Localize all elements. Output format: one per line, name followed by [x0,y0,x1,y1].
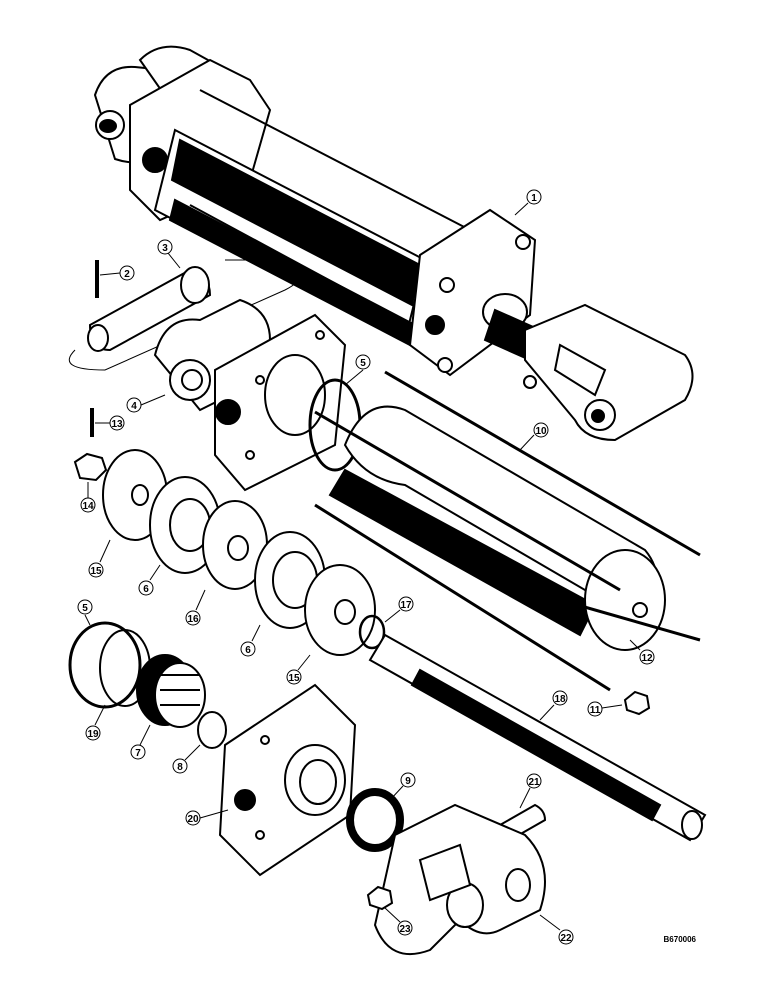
svg-text:21: 21 [528,777,540,788]
svg-text:8: 8 [177,762,183,773]
tie-rod [314,503,611,692]
hex-nut [623,690,651,716]
svg-text:2: 2 [124,269,130,280]
callout-12: 12 [629,639,655,665]
assembled-cylinder [93,45,694,442]
callout-18: 18 [539,690,568,721]
o-ring-lower [68,621,142,709]
front-end-cap [218,683,357,877]
svg-text:15: 15 [90,566,102,577]
svg-text:5: 5 [360,358,366,369]
callout-6-left: 6 [138,564,161,596]
callout-16: 16 [185,589,206,626]
callout-15-right: 15 [286,654,311,685]
svg-text:9: 9 [405,776,411,787]
lock-nut [366,885,394,911]
reference-code: B670006 [663,935,696,944]
castle-nut [73,452,108,482]
svg-text:6: 6 [245,645,251,656]
callout-13: 13 [95,415,125,431]
wiper-seal [346,788,404,852]
callout-11: 11 [587,701,623,717]
svg-text:1: 1 [531,193,537,204]
svg-text:20: 20 [187,814,199,825]
svg-text:10: 10 [535,426,547,437]
svg-text:16: 16 [187,614,199,625]
svg-text:11: 11 [590,705,601,716]
svg-text:14: 14 [82,501,94,512]
piston-seals [136,654,206,728]
callout-5-upper: 5 [344,354,371,386]
callout-17: 17 [384,596,414,623]
o-ring-small [197,711,227,749]
svg-text:6: 6 [143,584,149,595]
callout-15-left: 15 [88,539,111,578]
callout-20: 20 [185,809,229,826]
svg-text:18: 18 [554,694,566,705]
piston-rod [368,633,707,842]
callout-3: 3 [157,239,181,269]
piston-stack [102,449,386,656]
callout-21: 21 [519,773,542,809]
svg-text:7: 7 [135,748,141,759]
callout-2: 2 [99,265,135,281]
svg-text:13: 13 [111,419,123,430]
svg-text:4: 4 [131,401,137,412]
callout-7: 7 [130,724,151,760]
svg-text:22: 22 [560,933,572,944]
callout-9: 9 [389,772,416,801]
svg-text:15: 15 [288,673,300,684]
cylinder-tube [314,370,701,692]
callout-19: 19 [85,704,106,741]
svg-text:5: 5 [82,603,88,614]
svg-text:23: 23 [399,924,411,935]
rod-clevis [373,803,546,955]
svg-text:19: 19 [87,729,99,740]
callout-4: 4 [126,394,166,413]
callout-8: 8 [172,744,201,774]
tie-rod [314,410,621,592]
callout-14: 14 [80,482,96,513]
callout-22: 22 [539,914,574,945]
svg-text:3: 3 [162,243,168,254]
callout-23: 23 [384,907,413,936]
callout-6-right: 6 [240,624,261,657]
callout-1: 1 [514,189,542,216]
tie-rod [384,370,701,557]
callout-10: 10 [519,422,549,451]
svg-text:17: 17 [400,600,412,611]
clevis-pin [68,259,301,371]
svg-text:12: 12 [641,653,653,664]
callout-5-lower: 5 [77,599,93,626]
